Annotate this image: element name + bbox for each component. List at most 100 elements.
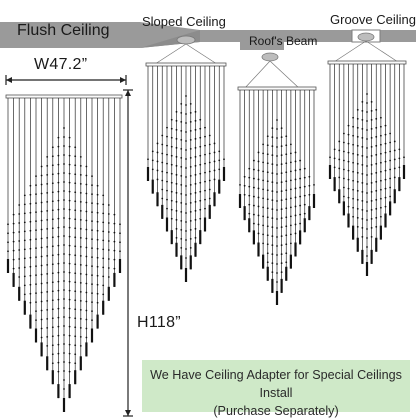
crystal-bead [46, 344, 49, 347]
crystal-bead [366, 201, 368, 203]
crystal-bead [356, 189, 359, 192]
crystal-bead [199, 136, 202, 139]
crystal-bead [119, 232, 121, 235]
crystal-bead [51, 227, 54, 230]
crystal-bead [107, 276, 110, 278]
crystal-bead [68, 208, 71, 211]
crystal-bead [51, 200, 54, 203]
crystal-bead [180, 157, 183, 159]
crystal-bead [175, 128, 178, 131]
crystal-bead [57, 307, 60, 310]
crystal-tube [213, 192, 216, 207]
crystal-bead [262, 197, 265, 200]
crystal-bead [23, 239, 26, 242]
crystal-bead [180, 139, 183, 141]
crystal-bead [74, 182, 77, 185]
crystal-bead [370, 155, 373, 157]
crystal-bead [294, 187, 297, 190]
crystal-bead [276, 119, 278, 121]
crystal-bead [266, 153, 269, 156]
crystal-bead [57, 325, 60, 328]
crystal-tube [118, 259, 122, 273]
crystal-bead [51, 146, 54, 149]
crystal-tube [222, 167, 226, 181]
crystal-bead [185, 239, 187, 241]
crystal-bead [276, 218, 278, 220]
crystal-bead [180, 220, 183, 222]
crystal-bead [102, 257, 105, 260]
crystal-bead [208, 170, 211, 173]
crystal-bead [40, 327, 43, 330]
crystal-bead [294, 151, 297, 154]
crystal-bead [102, 194, 105, 197]
crystal-bead [175, 227, 178, 230]
crystal-bead [194, 236, 197, 239]
crystal-bead [74, 173, 77, 176]
crystal-bead [185, 185, 187, 187]
crystal-bead [204, 198, 206, 201]
crystal-bead [161, 143, 164, 146]
crystal-bead [294, 178, 297, 181]
crystal-bead [189, 202, 192, 204]
crystal-bead [185, 167, 187, 169]
crystal-bead [51, 254, 54, 257]
crystal-bead [370, 200, 373, 202]
crystal-bead [299, 222, 302, 225]
crystal-bead [276, 164, 278, 166]
crystal-bead [7, 232, 9, 235]
crystal-bead [107, 240, 110, 242]
crystal-bead [170, 208, 173, 211]
crystal-bead [91, 175, 93, 178]
crystal-bead [170, 118, 173, 121]
crystal-bead [223, 158, 225, 161]
crystal-bead [303, 185, 306, 188]
crystal-bead [63, 316, 65, 318]
crystal-bead [63, 172, 65, 174]
crystal-bead [199, 199, 202, 202]
crystal-bead [266, 225, 269, 228]
crystal-bead [361, 146, 364, 148]
crystal-bead [393, 167, 396, 170]
crystal-bead [40, 201, 43, 204]
crystal-bead [91, 238, 93, 241]
crystal-bead [375, 225, 378, 228]
crystal-bead [57, 226, 60, 229]
crystal-bead [347, 205, 350, 208]
crystal-bead [46, 326, 49, 329]
crystal-bead [252, 159, 255, 162]
crystal-bead [252, 177, 255, 180]
crystal-bead [370, 218, 373, 220]
crystal-bead [356, 117, 359, 120]
crystal-bead [170, 127, 173, 130]
crystal-bead [166, 180, 168, 183]
crystal-bead [29, 274, 32, 277]
crystal-bead [271, 244, 274, 247]
crystal-bead [57, 136, 60, 139]
crystal-bead [91, 202, 93, 205]
crystal-bead [12, 249, 15, 252]
crystal-bead [276, 173, 278, 175]
crystal-bead [51, 344, 54, 347]
beam-canopy [243, 52, 301, 90]
crystal-bead [46, 299, 49, 302]
crystal-bead [389, 177, 392, 180]
crystal-bead [252, 195, 255, 198]
crystal-bead [361, 173, 364, 175]
crystal-bead [370, 137, 373, 139]
crystal-tube [262, 254, 265, 269]
crystal-bead [74, 299, 77, 302]
crystal-bead [194, 209, 197, 212]
crystal-bead [85, 291, 88, 294]
crystal-bead [18, 258, 21, 260]
crystal-bead [213, 169, 216, 172]
crystal-bead [51, 290, 54, 293]
crystal-bead [23, 194, 26, 197]
crystal-bead [276, 155, 278, 157]
crystal-bead [313, 184, 315, 186]
crystal-bead [68, 325, 71, 328]
crystal-bead [107, 222, 110, 224]
crystal-bead [185, 113, 187, 115]
crystal-tube [352, 225, 355, 240]
crystal-bead [40, 228, 43, 231]
crystal-bead [285, 198, 288, 201]
